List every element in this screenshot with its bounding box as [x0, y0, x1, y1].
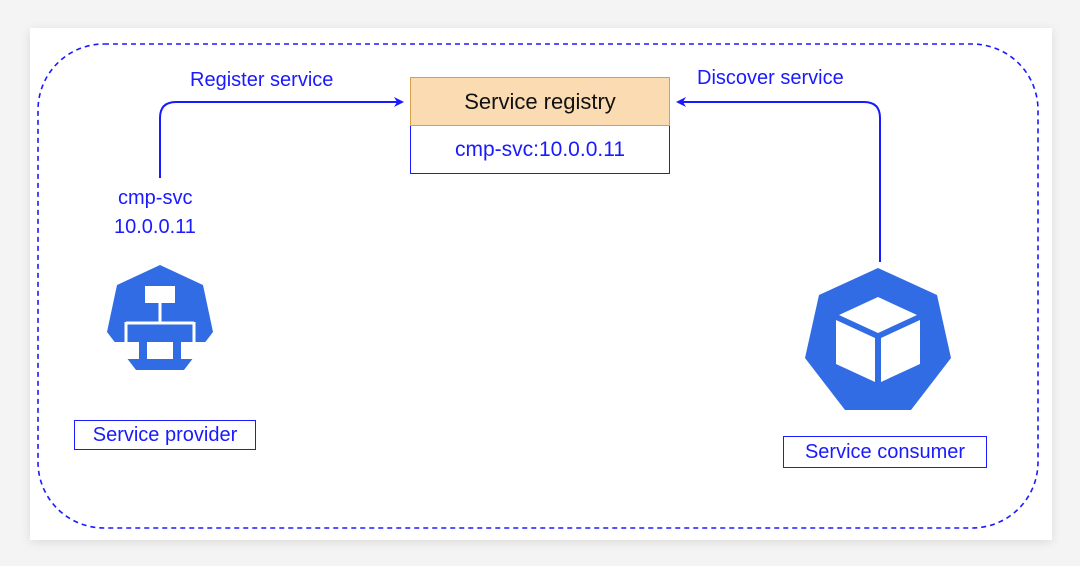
service-consumer-caption: Service consumer	[783, 436, 987, 468]
service-registry-header: Service registry	[410, 77, 670, 126]
kubernetes-service-icon	[107, 265, 213, 370]
discover-service-arrow	[676, 97, 881, 262]
provider-service-name: cmp-svc	[118, 187, 193, 209]
service-registry-entry: cmp-svc:10.0.0.11	[410, 126, 670, 174]
provider-service-ip: 10.0.0.11	[114, 216, 196, 238]
service-provider-caption: Service provider	[74, 420, 256, 450]
kubernetes-pod-icon	[805, 268, 951, 410]
discover-service-label: Discover service	[697, 67, 844, 89]
register-service-label: Register service	[190, 69, 334, 91]
register-service-arrow	[159, 97, 404, 178]
system-boundary	[37, 43, 1039, 529]
